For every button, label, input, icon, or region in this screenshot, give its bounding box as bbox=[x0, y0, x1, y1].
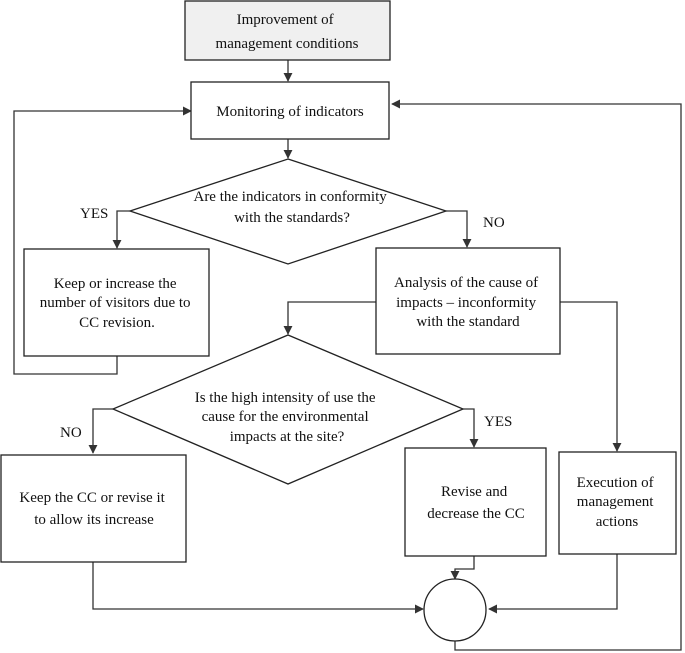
monitor-line-1: Monitoring of indicators bbox=[216, 104, 364, 120]
node-keep-revise: Keep the CC or revise it to allow its in… bbox=[0, 454, 187, 563]
arrow-decision1-yes bbox=[112, 210, 130, 249]
node-decision2: Is the high intensity of use the cause f… bbox=[111, 334, 465, 485]
revise-decrease-line-1: Revise and bbox=[441, 484, 508, 500]
arrow-keep-to-merge bbox=[92, 562, 424, 614]
start-line-1: Improvement of bbox=[237, 12, 334, 28]
arrow-analysis-to-execution bbox=[560, 301, 622, 452]
start-text: Improvement of management conditions bbox=[216, 12, 359, 52]
decision1-text: Are the indicators in conformity with th… bbox=[193, 189, 390, 226]
merge-connector-circle bbox=[423, 578, 487, 642]
analysis-text: Analysis of the cause of impacts – incon… bbox=[394, 275, 542, 330]
execution-line-1: Execution of bbox=[577, 475, 654, 491]
decision1-line-1: Are the indicators in conformity bbox=[193, 189, 387, 205]
analysis-box bbox=[375, 247, 561, 355]
node-decision1: Are the indicators in conformity with th… bbox=[127, 158, 449, 265]
decision2-line-3: impacts at the site? bbox=[230, 429, 345, 445]
keep-revise-text: Keep the CC or revise it to allow its in… bbox=[19, 490, 168, 528]
execution-line-3: actions bbox=[596, 514, 639, 530]
keep-increase-box bbox=[23, 248, 210, 357]
node-revise-decrease: Revise and decrease the CC bbox=[404, 447, 547, 557]
label-no-decision2: NO bbox=[60, 425, 82, 441]
arrow-revise-to-merge bbox=[450, 556, 475, 580]
arrow-decision2-no bbox=[88, 408, 113, 454]
analysis-line-1: Analysis of the cause of bbox=[394, 275, 538, 291]
monitor-box bbox=[190, 81, 390, 140]
start-line-2: management conditions bbox=[216, 36, 359, 52]
loop-keep-to-monitor bbox=[13, 106, 192, 375]
arrow-decision2-yes bbox=[463, 408, 479, 448]
decision2-line-1: Is the high intensity of use the bbox=[195, 390, 376, 406]
node-execution: Execution of management actions bbox=[558, 451, 677, 555]
node-start: Improvement of management conditions bbox=[184, 0, 391, 61]
keep-increase-line-2: number of visitors due to bbox=[40, 295, 191, 311]
revise-decrease-text: Revise and decrease the CC bbox=[427, 484, 524, 522]
keep-increase-line-3: CC revision. bbox=[79, 315, 155, 331]
decision1-line-2: with the standards? bbox=[234, 210, 350, 226]
analysis-line-3: with the standard bbox=[416, 314, 520, 330]
decision2-diamond bbox=[111, 334, 465, 485]
analysis-line-2: impacts – inconformity bbox=[396, 295, 536, 311]
label-no-decision1: NO bbox=[483, 215, 505, 231]
revise-decrease-line-2: decrease the CC bbox=[427, 506, 524, 522]
loop-merge-to-monitor bbox=[391, 99, 682, 651]
label-yes-decision2: YES bbox=[484, 414, 512, 430]
label-yes-decision1: YES bbox=[80, 206, 108, 222]
keep-revise-box bbox=[0, 454, 187, 563]
execution-box bbox=[558, 451, 677, 555]
decision2-line-2: cause for the environmental bbox=[202, 409, 369, 425]
arrow-decision1-no bbox=[446, 210, 472, 248]
keep-revise-line-1: Keep the CC or revise it bbox=[19, 490, 165, 506]
node-keep-increase: Keep or increase the number of visitors … bbox=[23, 248, 210, 357]
node-monitor: Monitoring of indicators bbox=[190, 81, 390, 140]
node-analysis: Analysis of the cause of impacts – incon… bbox=[375, 247, 561, 355]
decision2-text: Is the high intensity of use the cause f… bbox=[195, 390, 380, 445]
keep-increase-line-1: Keep or increase the bbox=[54, 276, 177, 292]
arrow-analysis-to-decision2 bbox=[283, 301, 376, 335]
monitor-text: Monitoring of indicators bbox=[216, 104, 364, 120]
execution-line-2: management bbox=[577, 494, 654, 510]
revise-decrease-box bbox=[404, 447, 547, 557]
execution-text: Execution of management actions bbox=[577, 475, 658, 530]
connectors bbox=[13, 60, 682, 651]
decision1-diamond bbox=[127, 158, 449, 265]
start-box bbox=[184, 0, 391, 61]
arrow-execution-to-merge bbox=[488, 554, 618, 614]
keep-increase-text: Keep or increase the number of visitors … bbox=[40, 276, 195, 331]
keep-revise-line-2: to allow its increase bbox=[34, 512, 154, 528]
